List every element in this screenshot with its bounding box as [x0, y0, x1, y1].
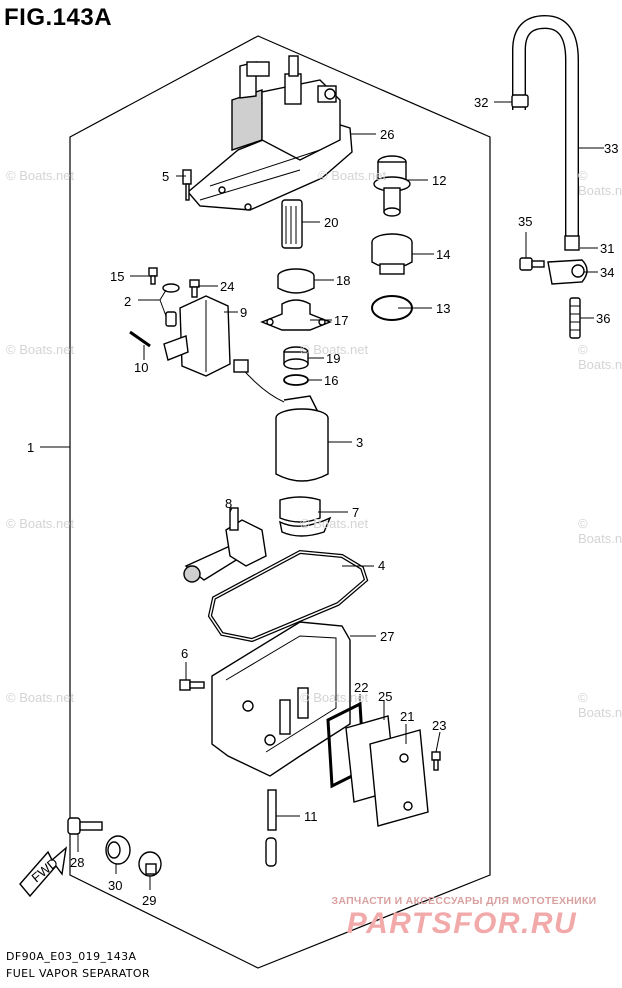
part-10-pin[interactable]	[129, 330, 151, 348]
callout-16: 16	[324, 373, 338, 388]
promo-tagline: ЗАПЧАСТИ И АКСЕССУАРЫ ДЛЯ МОТОТЕХНИКИ	[331, 895, 597, 907]
watermark: © Boats.net	[578, 516, 622, 546]
part-31-hose-end[interactable]	[564, 235, 580, 251]
part-23-screw[interactable]	[431, 751, 441, 771]
footer-name: FUEL VAPOR SEPARATOR	[6, 967, 151, 980]
part-28-bolt[interactable]	[67, 817, 103, 835]
callout-7: 7	[352, 505, 359, 520]
callout-26: 26	[380, 127, 394, 142]
part-2-collar[interactable]	[162, 283, 180, 327]
callout-31: 31	[600, 241, 614, 256]
part-36-hose-nipple[interactable]	[569, 297, 581, 339]
part-29-collar[interactable]	[138, 851, 162, 877]
callout-9: 9	[240, 305, 247, 320]
callout-27: 27	[380, 629, 394, 644]
watermark: © Boats.net	[300, 690, 369, 705]
part-11-pin[interactable]	[265, 789, 277, 867]
callout-1: 1	[27, 440, 34, 455]
part-20-filter[interactable]	[281, 199, 303, 249]
callout-29: 29	[142, 893, 156, 908]
watermark: © Boats.net	[318, 168, 387, 183]
callout-19: 19	[326, 351, 340, 366]
callout-24: 24	[220, 279, 234, 294]
callout-21: 21	[400, 709, 414, 724]
cover-bolt-hole	[403, 801, 413, 811]
callout-labels: 1 2 3 4 5 6 7 8 9 10 11 12 13 14 15 16 1…	[27, 95, 618, 908]
part-14-sleeve[interactable]	[371, 233, 413, 275]
part-30-grommet[interactable]	[105, 835, 131, 865]
callout-34: 34	[600, 265, 614, 280]
callout-30: 30	[108, 878, 122, 893]
part-17-bracket[interactable]	[260, 299, 332, 331]
callout-14: 14	[436, 247, 450, 262]
part-26-top-cover[interactable]	[187, 55, 353, 211]
callout-2: 2	[124, 294, 131, 309]
watermark: © Boats.net	[578, 168, 622, 198]
part-15-screw[interactable]	[148, 267, 158, 285]
watermark: © Boats.net	[300, 342, 369, 357]
part-35-bolt[interactable]	[519, 257, 545, 271]
callout-15: 15	[110, 269, 124, 284]
part-19-spacer[interactable]	[283, 346, 309, 370]
callout-20: 20	[324, 215, 338, 230]
part-18-grommet[interactable]	[277, 268, 315, 294]
assembly-outline	[69, 35, 491, 969]
callout-11: 11	[304, 809, 318, 824]
callout-22: 22	[354, 680, 368, 695]
part-7-strainer-holder[interactable]	[279, 496, 332, 537]
part-16-o-ring[interactable]	[283, 374, 309, 386]
callout-33: 33	[604, 141, 618, 156]
callout-8: 8	[225, 496, 232, 511]
callout-17: 17	[334, 313, 348, 328]
callout-32: 32	[474, 95, 488, 110]
part-8-fuel-strainer[interactable]	[183, 507, 267, 583]
part-3-fuel-pump[interactable]	[233, 359, 329, 482]
figure-title: FIG.143A	[4, 4, 113, 31]
leader-lines	[40, 101, 604, 890]
callout-35: 35	[518, 214, 532, 229]
part-34-clamp[interactable]	[547, 259, 588, 285]
watermark: © Boats.net	[6, 516, 75, 531]
part-9-module[interactable]	[163, 295, 231, 377]
callout-23: 23	[432, 718, 446, 733]
watermark: © Boats.net	[300, 516, 369, 531]
part-27-float-chamber[interactable]	[211, 621, 351, 777]
watermark: © Boats.net	[6, 168, 75, 183]
part-21-cover[interactable]	[369, 729, 429, 827]
part-24-screw[interactable]	[189, 279, 200, 298]
watermark: © Boats.net	[6, 690, 75, 705]
callout-10: 10	[134, 360, 148, 375]
callout-12: 12	[432, 173, 446, 188]
gasket-inner	[209, 551, 367, 641]
watermark: © Boats.net	[578, 342, 622, 372]
callout-25: 25	[378, 689, 392, 704]
callout-18: 18	[336, 273, 350, 288]
callout-6: 6	[181, 646, 188, 661]
callout-3: 3	[356, 435, 363, 450]
cover-bolt-hole	[399, 753, 409, 763]
part-6-bolt[interactable]	[179, 679, 205, 691]
watermark: © Boats.net	[578, 690, 622, 720]
part-33-hose[interactable]	[512, 14, 579, 248]
part-12-pressure-regulator[interactable]	[373, 155, 411, 217]
part-32-clip[interactable]	[511, 94, 529, 108]
callout-5: 5	[162, 169, 169, 184]
callout-36: 36	[596, 311, 610, 326]
callout-13: 13	[436, 301, 450, 316]
promo-brand-logo: PARTSFOR.RU	[346, 907, 578, 940]
part-5-screw[interactable]	[182, 169, 192, 201]
fwd-arrow-icon: FWD	[19, 846, 67, 898]
callout-4: 4	[378, 558, 385, 573]
footer-code: DF90A_E03_019_143A	[6, 950, 137, 963]
watermark: © Boats.net	[6, 342, 75, 357]
callout-28: 28	[70, 855, 84, 870]
